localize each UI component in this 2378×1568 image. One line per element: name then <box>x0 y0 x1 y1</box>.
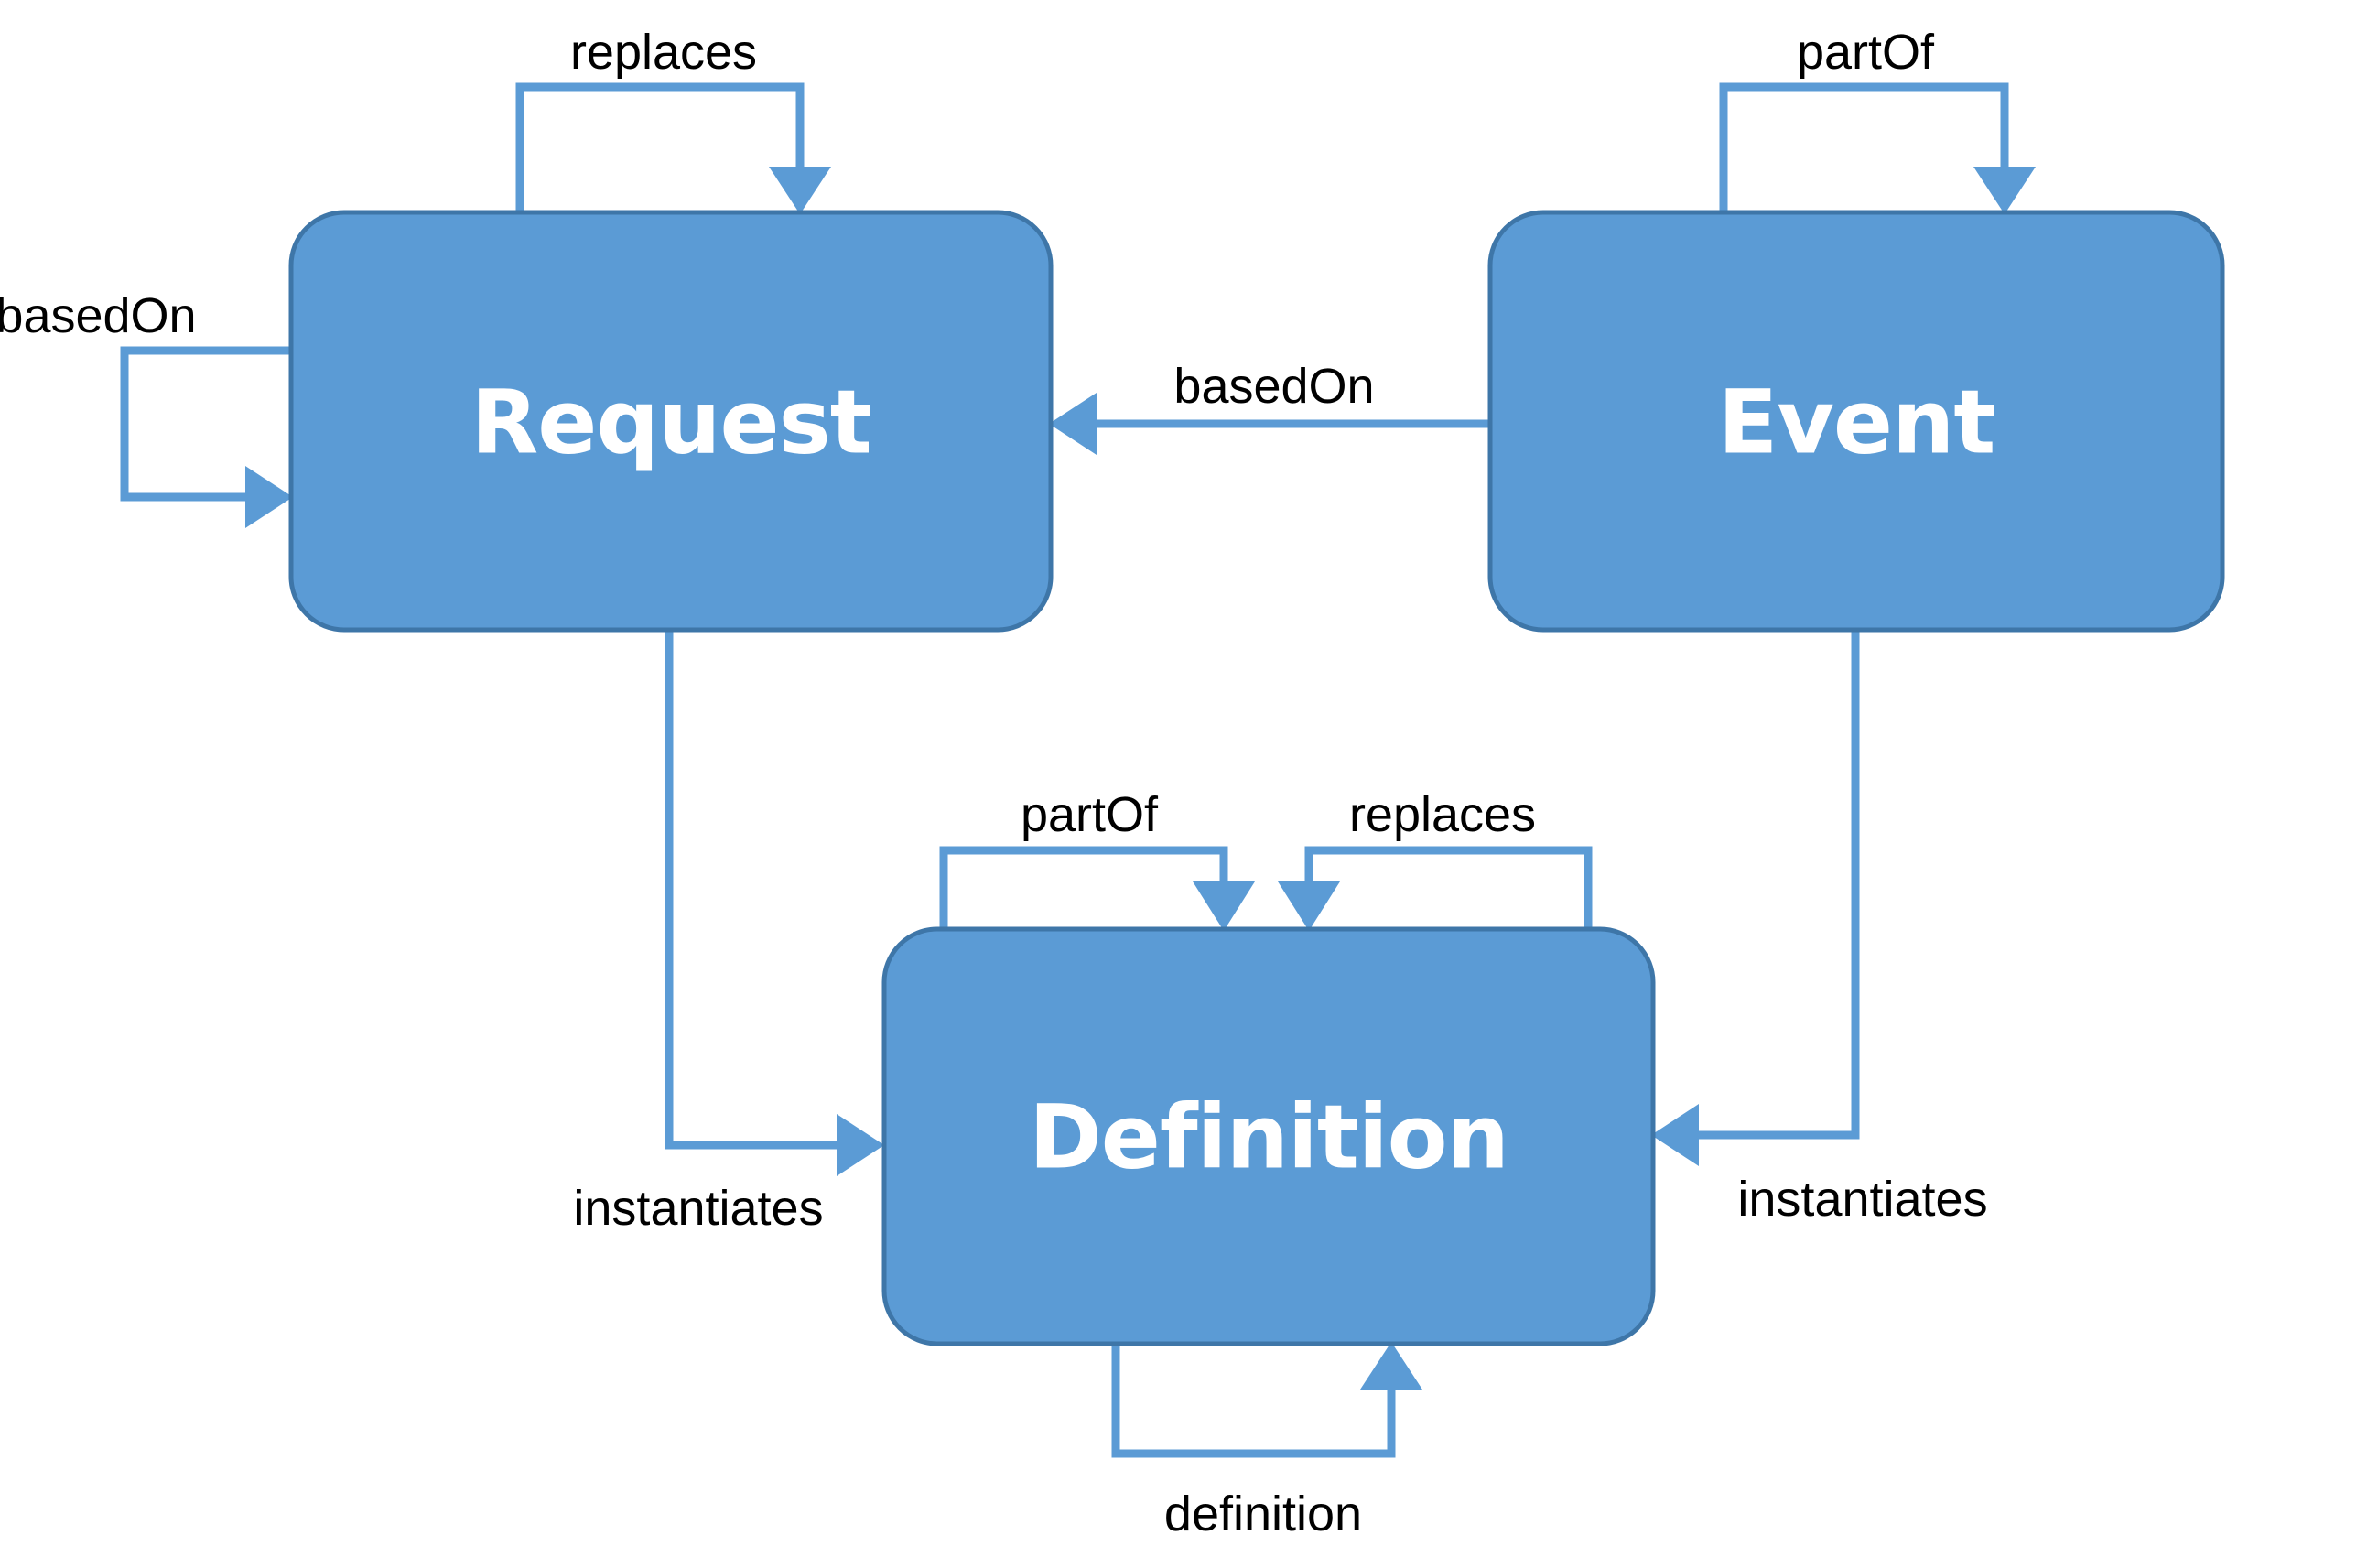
edge-definition-partof-self[interactable] <box>939 846 1255 931</box>
edge-request-basedon-self[interactable] <box>120 346 293 528</box>
arrowhead-left-icon <box>1049 393 1097 455</box>
edge-line <box>515 82 805 212</box>
edge-request-replaces-self[interactable] <box>515 82 831 214</box>
edge-label-event-basedon-request: basedOn <box>1173 359 1374 414</box>
edge-request-instantiates-definition[interactable] <box>665 630 884 1176</box>
arrowhead-down-icon <box>1193 881 1255 931</box>
edge-label-request-instantiates: instantiates <box>573 1181 823 1236</box>
arrowhead-left-icon <box>1651 1104 1699 1166</box>
edge-label-request-basedon: basedOn <box>0 288 197 343</box>
edge-label-event-partof: partOf <box>1797 25 1935 80</box>
edge-event-instantiates-definition[interactable] <box>1651 630 1860 1166</box>
edge-line <box>1693 630 1860 1140</box>
arrowhead-up-icon <box>1360 1342 1422 1390</box>
edge-definition-definition-self[interactable] <box>1111 1342 1422 1458</box>
edge-line <box>1111 1344 1396 1458</box>
edge-line <box>665 630 842 1150</box>
edge-label-definition-partof: partOf <box>1021 787 1159 842</box>
node-request-label: Request <box>470 371 870 473</box>
arrowhead-right-icon <box>245 466 293 528</box>
edge-event-basedon-request[interactable] <box>1049 393 1490 455</box>
node-request[interactable]: Request <box>288 210 1054 633</box>
arrowhead-down-icon <box>1973 167 2036 214</box>
edge-label-request-replaces: replaces <box>570 25 757 80</box>
arrowhead-right-icon <box>837 1114 884 1176</box>
edge-definition-replaces-self[interactable] <box>1278 846 1593 931</box>
edge-event-partof-self[interactable] <box>1719 82 2036 214</box>
edge-label-definition-definition: definition <box>1164 1487 1362 1541</box>
node-definition-label: Definition <box>1029 1086 1508 1188</box>
edge-line <box>1719 82 2009 212</box>
node-event-shape <box>1487 210 2225 633</box>
edge-label-definition-replaces: replaces <box>1349 787 1536 842</box>
node-definition-shape <box>881 926 1656 1346</box>
node-event-label: Event <box>1718 371 1995 473</box>
edge-line <box>1304 846 1593 929</box>
node-event[interactable]: Event <box>1487 210 2225 633</box>
arrowhead-down-icon <box>769 167 831 214</box>
edge-label-event-instantiates: instantiates <box>1737 1172 1987 1227</box>
node-request-shape <box>288 210 1054 633</box>
arrowhead-down-icon <box>1278 881 1340 931</box>
edge-line <box>939 846 1228 929</box>
edge-line <box>120 346 291 502</box>
node-definition[interactable]: Definition <box>881 926 1656 1346</box>
